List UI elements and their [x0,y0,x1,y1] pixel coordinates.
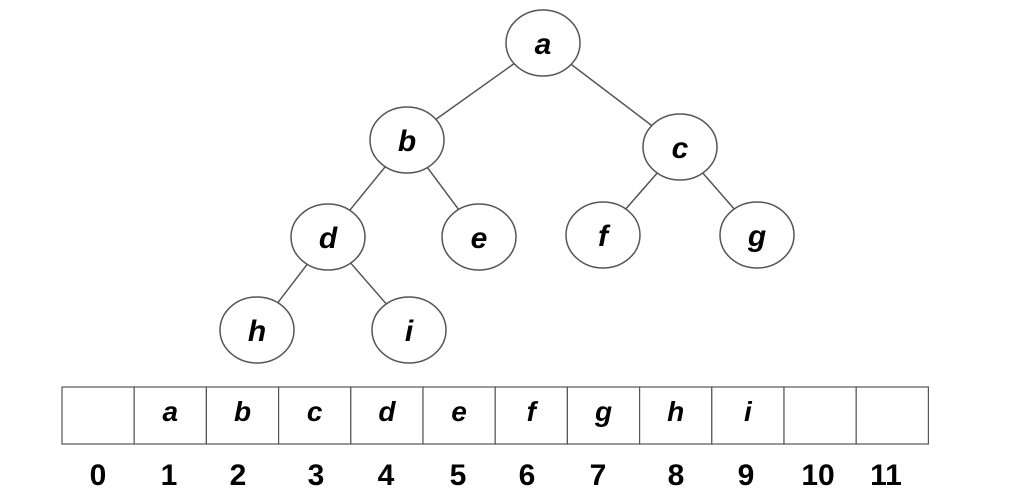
edge-d-i [350,262,387,305]
array-index-0: 0 [90,459,107,492]
node-label: c [672,132,689,165]
node-label: h [248,315,266,348]
edge-d-h [277,263,308,304]
array-index-5: 5 [450,459,467,492]
array-cell-box [350,386,424,445]
array-index-6: 6 [519,459,536,492]
array-index-3: 3 [308,459,325,492]
node-circle [642,113,718,181]
array-cell-box [783,386,857,445]
tree-edges [277,62,735,305]
array-cell-value: d [378,396,396,427]
node-d: d [290,203,366,271]
array-cell-8: h [638,386,713,445]
array-index-8: 8 [668,459,685,492]
edge-a-b [435,62,515,121]
array-cells: a b c d e f g h i [61,386,930,445]
node-circle [441,203,517,271]
array-index-9: 9 [738,459,755,492]
node-h: h [219,296,295,364]
array-cell-box [133,386,207,445]
node-a: a [505,9,581,77]
node-circle [369,106,445,174]
array-cell-10 [783,386,857,445]
array-cell-4: d [350,386,424,445]
node-label: g [747,220,766,253]
array-cell-box [711,386,785,445]
node-circle [565,201,641,269]
array-index-1: 1 [161,459,178,492]
array-cell-box [61,386,135,445]
array-cell-value: f [527,396,539,427]
node-label: f [598,220,611,253]
array-cell-7: g [566,386,641,445]
node-i: i [371,296,447,364]
array-cell-0 [61,386,135,445]
node-label: d [319,222,338,255]
array-cell-5: e [422,386,496,445]
edge-b-e [426,167,460,210]
array-indices: 0 1 2 3 4 5 6 7 8 9 10 11 [90,459,902,492]
edge-c-f [625,172,658,210]
node-circle [219,296,295,364]
edge-b-d [349,166,386,211]
array-cell-value: e [451,396,467,427]
node-g: g [719,201,795,269]
node-c: c [642,113,718,181]
node-label: e [471,222,488,255]
node-circle [290,203,366,271]
edge-a-c [570,63,653,127]
array-cell-2: b [205,386,280,445]
node-circle [719,201,795,269]
array-cell-value: h [667,396,684,427]
node-f: f [565,201,641,269]
tree-nodes: a b c d e f g h i [219,9,795,364]
array-cell-value: b [234,396,251,427]
array-cell-box [855,386,930,445]
array-cell-value: a [163,396,179,427]
array-cell-box [566,386,641,445]
node-circle [371,296,447,364]
array-index-7: 7 [590,459,607,492]
array-cell-11 [855,386,930,445]
array-cell-value: i [744,396,753,427]
array-index-2: 2 [230,459,247,492]
array-cell-box [494,386,569,445]
array-index-10: 10 [801,459,834,492]
node-label: i [405,315,414,348]
array-cell-value: c [307,396,323,427]
array-index-11: 11 [870,459,902,492]
array-cell-6: f [494,386,569,445]
node-b: b [369,106,445,174]
node-label: a [535,28,552,61]
node-circle [505,9,581,77]
array-cell-1: a [133,386,207,445]
array-index-4: 4 [378,459,395,492]
array-cell-value: g [594,396,612,427]
array-cell-3: c [278,386,352,445]
node-label: b [398,125,416,158]
edge-c-g [702,172,735,210]
array-cell-9: i [711,386,785,445]
node-e: e [441,203,517,271]
